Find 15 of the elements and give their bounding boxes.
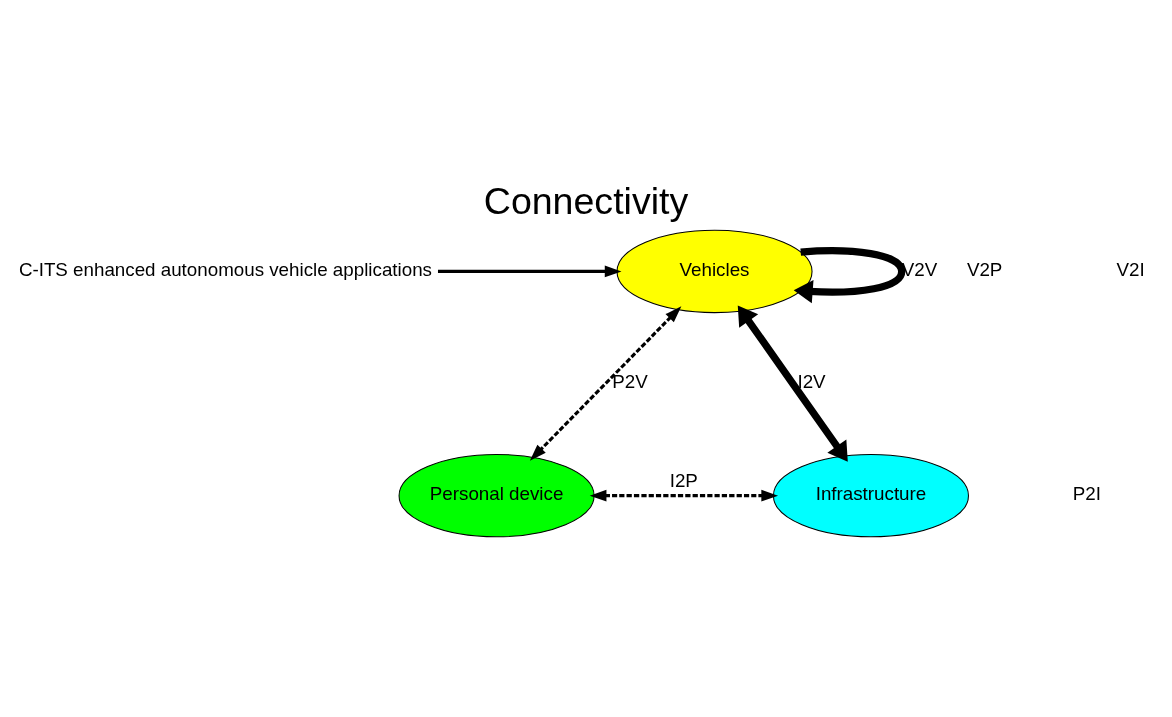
arrow [793, 247, 906, 304]
label: V2P [966, 259, 1003, 281]
arrow [589, 489, 779, 502]
label: V2I [1116, 259, 1145, 281]
diagram-title: Connectivity [483, 180, 689, 223]
arrow [737, 305, 848, 462]
edge-label: I2V [797, 371, 826, 393]
node-ellipse: Infrastructure [772, 453, 969, 538]
edge-label: P2V [612, 371, 648, 393]
arrow [529, 306, 682, 461]
label: P2I [1072, 483, 1101, 505]
edge-label: I2P [669, 469, 698, 491]
node-text: C-ITS enhanced autonomous vehicle applications [18, 259, 432, 281]
arrow [438, 265, 622, 278]
node-ellipse: Personal device [398, 453, 595, 538]
